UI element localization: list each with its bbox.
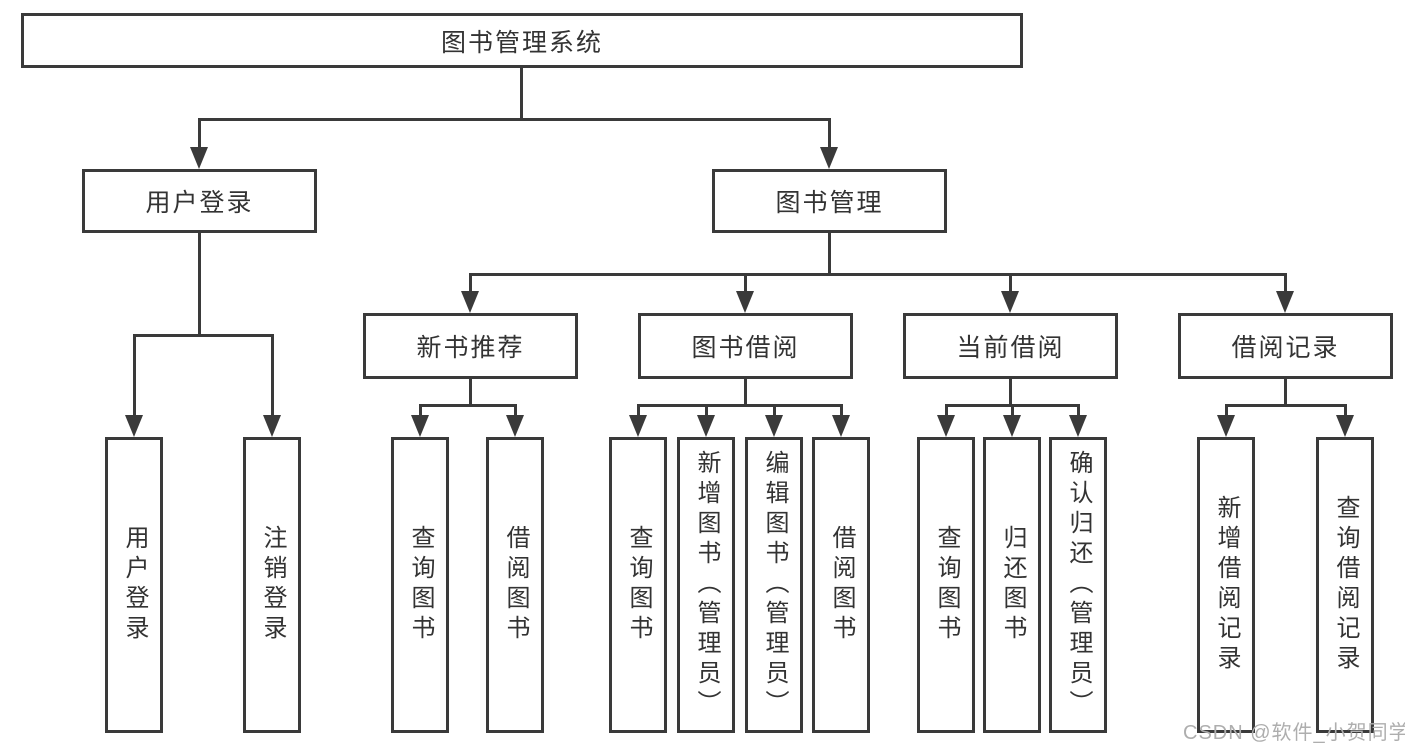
connector-line [419,404,517,407]
connector-line [469,273,472,295]
leaf-confirm-return-admin: 确认归还（管理员） [1049,437,1107,733]
connector-line [1284,379,1287,407]
node-current-borrow: 当前借阅 [903,313,1118,379]
node-root: 图书管理系统 [21,13,1023,68]
node-new-book-recommend: 新书推荐 [363,313,578,379]
connector-line [1011,404,1014,419]
arrowhead-icon [125,415,143,437]
arrowhead-icon [629,415,647,437]
leaf-logout: 注销登录 [243,437,301,733]
node-book-borrow: 图书借阅 [638,313,853,379]
arrowhead-icon [1001,291,1019,313]
connector-line [1284,273,1287,295]
connector-line [1225,404,1228,419]
connector-line [773,404,776,419]
leaf-edit-book-admin: 编辑图书（管理员） [745,437,803,733]
arrowhead-icon [1069,415,1087,437]
leaf-borrow-books-recommend: 借阅图书 [486,437,544,733]
leaf-query-borrow-record: 查询借阅记录 [1316,437,1374,733]
leaf-query-books-borrow: 查询图书 [609,437,667,733]
connector-line [1077,404,1080,419]
leaf-add-borrow-record: 新增借阅记录 [1197,437,1255,733]
leaf-borrow-books-recommend-label: 借阅图书 [502,525,529,645]
leaf-logout-label: 注销登录 [259,525,286,645]
connector-line [514,404,517,419]
leaf-add-borrow-record-label: 新增借阅记录 [1213,495,1240,675]
arrowhead-icon [820,147,838,169]
connector-line [198,233,201,336]
arrowhead-icon [832,415,850,437]
leaf-return-book-label: 归还图书 [999,525,1026,645]
arrowhead-icon [1003,415,1021,437]
connector-line [469,273,1287,276]
leaf-query-books-current-label: 查询图书 [933,525,960,645]
connector-line [520,68,523,120]
connector-line [469,379,472,407]
node-current-borrow-label: 当前借阅 [956,334,1065,362]
connector-line [1009,273,1012,295]
connector-line [828,118,831,152]
leaf-add-book-admin: 新增图书（管理员） [677,437,735,733]
leaf-add-book-admin-label: 新增图书（管理员） [693,450,720,720]
leaf-query-books-recommend-label: 查询图书 [407,525,434,645]
connector-line [744,273,747,295]
connector-line [1344,404,1347,419]
leaf-query-books-recommend: 查询图书 [391,437,449,733]
node-root-label: 图书管理系统 [440,28,603,57]
leaf-edit-book-admin-label: 编辑图书（管理员） [761,450,788,720]
connector-line [198,118,831,121]
arrowhead-icon [736,291,754,313]
connector-line [419,404,422,419]
connector-line [705,404,708,419]
arrowhead-icon [506,415,524,437]
arrowhead-icon [697,415,715,437]
arrowhead-icon [190,147,208,169]
arrowhead-icon [411,415,429,437]
leaf-query-books-current: 查询图书 [917,437,975,733]
arrowhead-icon [1217,415,1235,437]
connector-line [637,404,640,419]
node-book-management: 图书管理 [712,169,947,233]
connector-line [198,118,201,152]
connector-line [271,334,274,420]
leaf-user-login: 用户登录 [105,437,163,733]
connector-line [133,334,136,420]
connector-line [1009,379,1012,407]
node-book-management-label: 图书管理 [775,189,884,217]
arrowhead-icon [1336,415,1354,437]
node-new-book-recommend-label: 新书推荐 [416,334,525,362]
arrowhead-icon [1276,291,1294,313]
connector-line [1225,404,1347,407]
leaf-return-book: 归还图书 [983,437,1041,733]
node-book-borrow-label: 图书借阅 [691,334,800,362]
connector-line [637,404,843,407]
connector-line [945,404,948,419]
csdn-watermark: CSDN @软件_小贺同学 [1183,722,1405,744]
arrowhead-icon [765,415,783,437]
leaf-query-books-borrow-label: 查询图书 [625,525,652,645]
node-borrow-records-label: 借阅记录 [1231,334,1340,362]
connector-line [840,404,843,419]
node-borrow-records: 借阅记录 [1178,313,1393,379]
leaf-borrow-books-borrow: 借阅图书 [812,437,870,733]
connector-line [744,379,747,407]
leaf-borrow-books-borrow-label: 借阅图书 [828,525,855,645]
arrowhead-icon [461,291,479,313]
leaf-user-login-label: 用户登录 [121,525,148,645]
arrowhead-icon [937,415,955,437]
leaf-confirm-return-admin-label: 确认归还（管理员） [1065,450,1092,720]
leaf-query-borrow-record-label: 查询借阅记录 [1332,495,1359,675]
arrowhead-icon [263,415,281,437]
node-user-login-label: 用户登录 [145,189,254,217]
node-user-login: 用户登录 [82,169,317,233]
connector-line [133,334,274,337]
connector-line [828,233,831,275]
